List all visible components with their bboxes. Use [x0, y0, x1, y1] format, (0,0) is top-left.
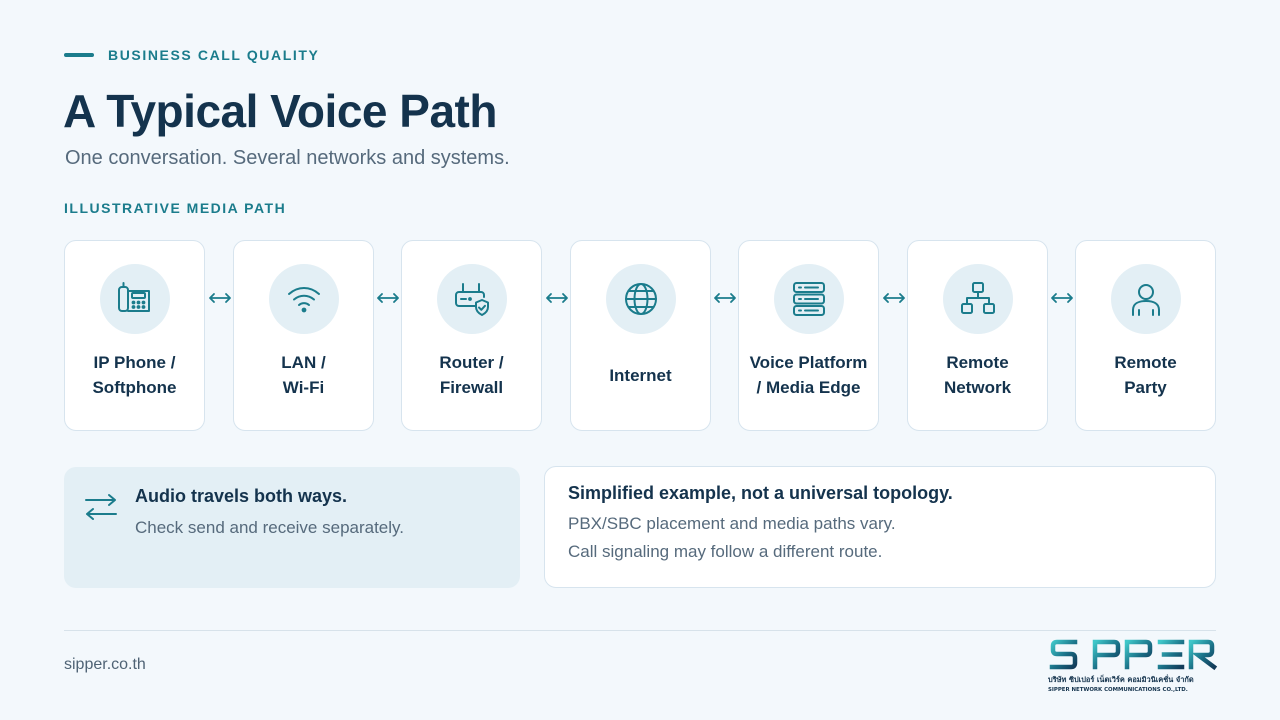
callout-line-1: PBX/SBC placement and media paths vary. [568, 514, 896, 533]
icon-circle [774, 264, 844, 334]
callout-body: Check send and receive separately. [135, 518, 405, 537]
path-node-label: Router / Firewall [439, 353, 504, 397]
sipper-logo: บริษัท ซิปเปอร์ เน็ตเวิร์ค คอมมิวนิเคชั่… [1048, 639, 1218, 693]
icon-circle [100, 264, 170, 334]
path-node-label: Remote Party [1114, 353, 1177, 397]
icon-circle [269, 264, 339, 334]
path-node-router-firewall: Router / Firewall [401, 240, 542, 431]
path-node-label: LAN / Wi-Fi [281, 353, 326, 397]
bidirectional-arrow-icon [714, 293, 736, 303]
section-label: ILLUSTRATIVE MEDIA PATH [64, 200, 287, 216]
path-node-label: Internet [609, 365, 672, 385]
callout-heading: Audio travels both ways. [135, 486, 348, 506]
icon-circle [437, 264, 507, 334]
callout-line-2: Call signaling may follow a different ro… [568, 542, 883, 561]
path-node-label: IP Phone / Softphone [92, 353, 177, 397]
logo-thai-name: บริษัท ซิปเปอร์ เน็ตเวิร์ค คอมมิวนิเคชั่… [1048, 673, 1194, 684]
person-icon [1132, 284, 1160, 316]
path-node-remote-network: Remote Network [907, 240, 1048, 431]
network-topology-icon [961, 282, 995, 314]
footer-website[interactable]: sipper.co.th [64, 656, 146, 673]
two-way-arrows-icon [85, 494, 117, 520]
bidirectional-arrow-icon [377, 293, 399, 303]
footer-divider [64, 630, 1216, 631]
page-title: A Typical Voice Path [63, 85, 497, 137]
callout-disclaimer: Simplified example, not a universal topo… [544, 466, 1216, 588]
path-node-label: Remote Network [943, 353, 1012, 397]
path-node-internet: Internet [570, 240, 711, 431]
path-node-lan-wifi: LAN / Wi-Fi [233, 240, 374, 431]
server-stack-icon [793, 282, 825, 316]
icon-circle [943, 264, 1013, 334]
icon-circle [1111, 264, 1181, 334]
router-shield-icon [455, 283, 489, 316]
eyebrow-accent-bar [64, 53, 94, 57]
voice-path-diagram: IP Phone / Softphone LAN / Wi-Fi [64, 240, 1216, 431]
eyebrow: BUSINESS CALL QUALITY [64, 47, 319, 63]
logo-english-name: SIPPER NETWORK COMMUNICATIONS CO.,LTD. [1048, 687, 1188, 693]
path-node-ip-phone: IP Phone / Softphone [64, 240, 205, 431]
path-node-label: Voice Platform / Media Edge [749, 353, 868, 397]
bidirectional-arrow-icon [209, 293, 231, 303]
callout-heading: Simplified example, not a universal topo… [568, 483, 953, 503]
path-node-voice-platform: Voice Platform / Media Edge [738, 240, 879, 431]
icon-circle [606, 264, 676, 334]
globe-icon [625, 283, 657, 315]
phone-icon [118, 282, 150, 312]
eyebrow-text: BUSINESS CALL QUALITY [108, 47, 320, 63]
bidirectional-arrow-icon [546, 293, 568, 303]
page-subtitle: One conversation. Several networks and s… [65, 147, 510, 169]
wifi-icon [288, 287, 320, 313]
bidirectional-arrow-icon [1051, 293, 1073, 303]
path-node-remote-party: Remote Party [1075, 240, 1216, 431]
callout-bidirectional-audio: Audio travels both ways. Check send and … [64, 467, 520, 588]
bidirectional-arrow-icon [883, 293, 905, 303]
